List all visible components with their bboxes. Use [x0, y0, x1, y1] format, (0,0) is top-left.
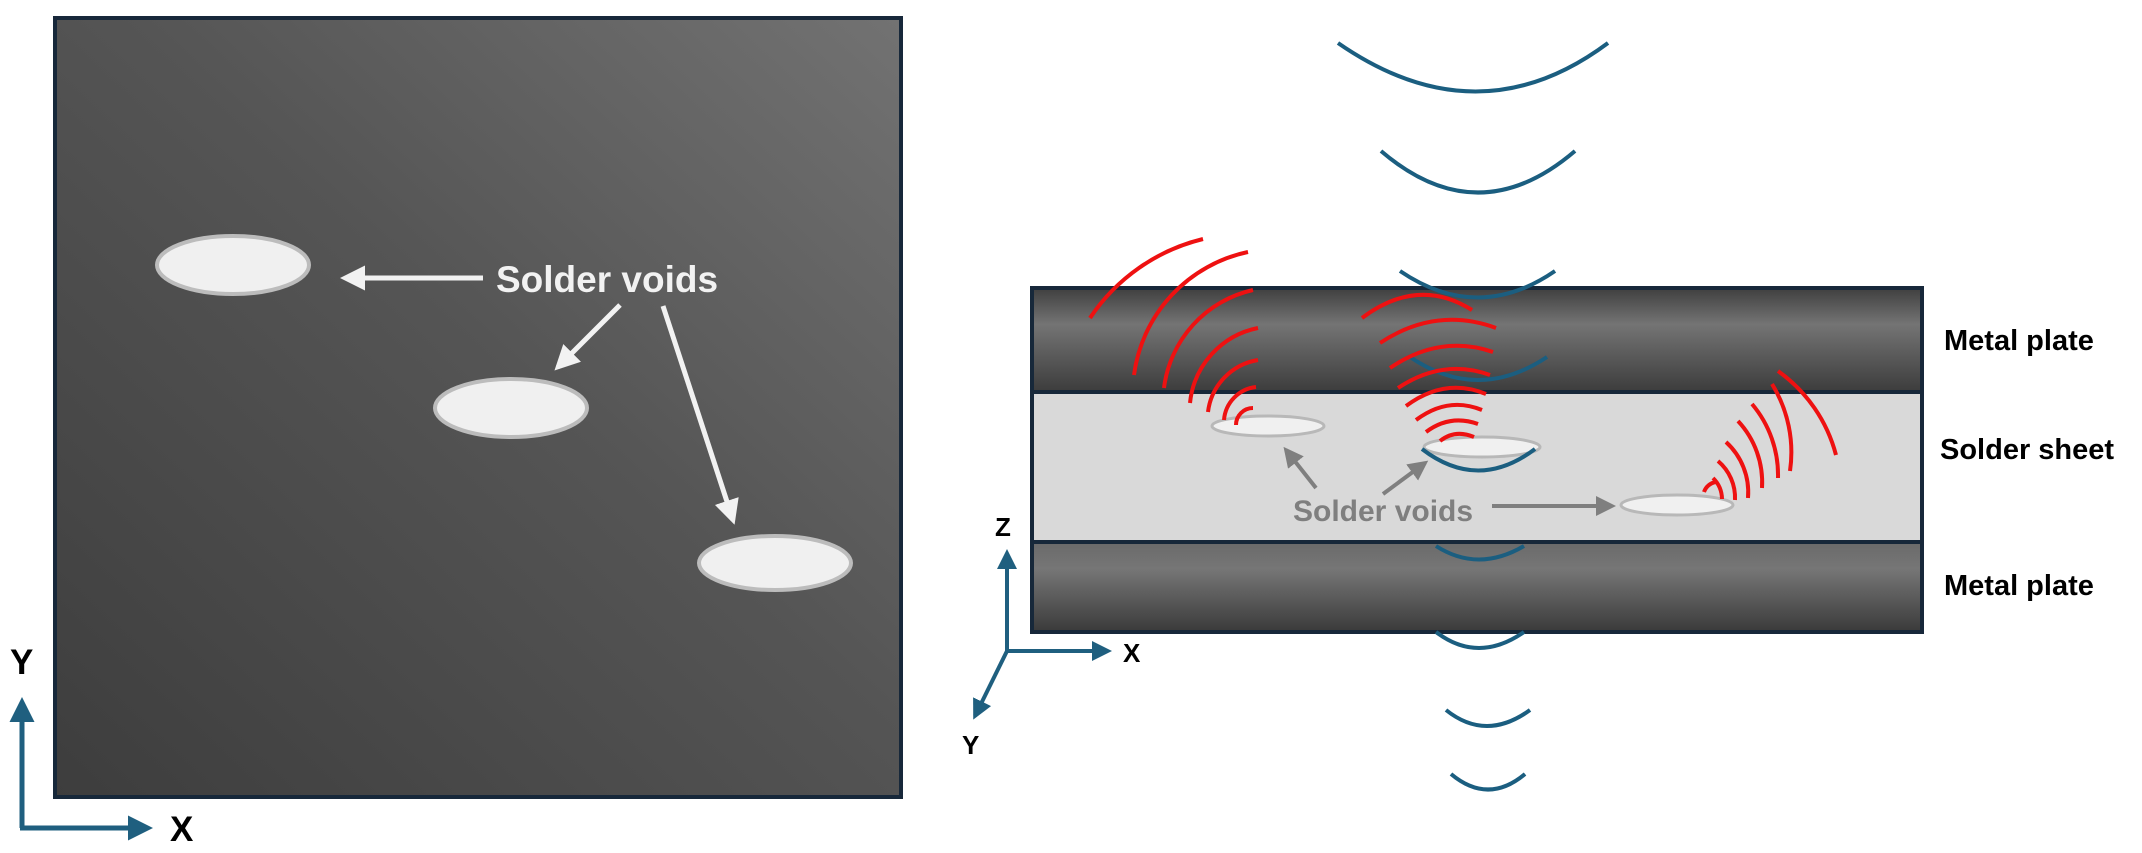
- top-view-arrow-to-void-3: [660, 305, 739, 525]
- ultrasonic-incident-wave-arc: [1336, 41, 1610, 94]
- layer-label-top-metal-plate: Metal plate: [1944, 325, 2094, 357]
- ultrasonic-incident-wave-arc: [1434, 630, 1526, 650]
- cross-section-arrow-to-void-1: [1283, 446, 1318, 490]
- ultrasonic-reflected-wave-arc: [1088, 237, 1204, 320]
- top-view-axes: Y X: [9, 643, 194, 849]
- ultrasonic-reflected-wave-arc: [1162, 288, 1254, 389]
- top-view-void-3: [697, 534, 853, 592]
- reflected-wave-group-void-1: [1088, 237, 1259, 426]
- ultrasonic-reflected-wave-arc: [1396, 366, 1491, 390]
- ultrasonic-reflected-wave-arc: [1360, 292, 1474, 320]
- ultrasonic-reflected-wave-arc: [1776, 369, 1838, 456]
- cross-section-void-1: [1210, 414, 1326, 438]
- incident-wave-group: [1336, 41, 1610, 792]
- ultrasonic-reflected-wave-arc: [1711, 476, 1724, 500]
- ultrasonic-reflected-wave-arc: [1132, 250, 1249, 376]
- cross-section-y-axis-label: Y: [962, 730, 979, 760]
- reflected-wave-group-void-2: [1360, 292, 1497, 443]
- ultrasonic-reflected-wave-arc: [1716, 459, 1738, 501]
- ultrasonic-reflected-wave-arc: [1222, 385, 1257, 421]
- top-view-arrow-to-void-2: [554, 303, 622, 371]
- ultrasonic-incident-wave-arc: [1420, 447, 1537, 473]
- cross-section-voids-label: Solder voids: [1293, 495, 1473, 528]
- cross-section-arrow-to-void-2: [1381, 460, 1429, 496]
- ultrasonic-reflected-wave-arc: [1378, 317, 1497, 345]
- ultrasonic-reflected-wave-arc: [1424, 418, 1479, 434]
- top-view-y-axis-label: Y: [10, 643, 33, 682]
- ultrasonic-incident-wave-arc: [1449, 772, 1527, 792]
- layer-label-bottom-metal-plate: Metal plate: [1944, 570, 2094, 602]
- ultrasonic-reflected-wave-arc: [1404, 385, 1487, 408]
- ultrasonic-incident-wave-arc: [1408, 355, 1549, 382]
- cross-section-y-axis-arrow: [973, 650, 1009, 720]
- ultrasonic-incident-wave-arc: [1444, 708, 1532, 728]
- bottom-metal-plate: [1030, 540, 1924, 634]
- top-view-voids-label: Solder voids: [496, 259, 718, 300]
- top-view-void-1: [155, 234, 311, 296]
- ultrasonic-reflected-wave-arc: [1438, 431, 1475, 443]
- ultrasonic-incident-wave-arc: [1398, 269, 1557, 300]
- ultrasonic-reflected-wave-arc: [1188, 326, 1259, 404]
- top-view-panel: Solder voids: [53, 16, 903, 799]
- top-view-void-2: [433, 377, 589, 439]
- ultrasonic-reflected-wave-arc: [1206, 358, 1259, 413]
- cross-section-axes: Z X Y: [962, 512, 1141, 760]
- ultrasonic-reflected-wave-arc: [1388, 343, 1494, 370]
- ultrasonic-reflected-wave-arc: [1750, 402, 1781, 479]
- top-view-x-axis-label: X: [170, 810, 194, 849]
- layer-label-solder-sheet: Solder sheet: [1940, 434, 2114, 466]
- cross-section-z-axis-label: Z: [995, 512, 1011, 542]
- cross-section-void-2: [1422, 435, 1542, 459]
- ultrasonic-reflected-wave-arc: [1414, 402, 1483, 422]
- solder-sheet: [1030, 390, 1924, 544]
- cross-section-panel: Metal plate Solder sheet Metal plate Sol…: [1030, 286, 2114, 634]
- cross-section-void-3: [1619, 493, 1735, 517]
- ultrasonic-incident-wave-arc: [1434, 544, 1526, 562]
- reflected-wave-group-void-3: [1702, 369, 1838, 501]
- ultrasonic-reflected-wave-arc: [1736, 419, 1765, 489]
- ultrasonic-reflected-wave-arc: [1770, 382, 1794, 472]
- cross-section-x-axis-label: X: [1123, 638, 1141, 668]
- ultrasonic-reflected-wave-arc: [1234, 406, 1254, 426]
- ultrasonic-incident-wave-arc: [1379, 149, 1577, 195]
- ultrasonic-reflected-wave-arc: [1724, 440, 1751, 499]
